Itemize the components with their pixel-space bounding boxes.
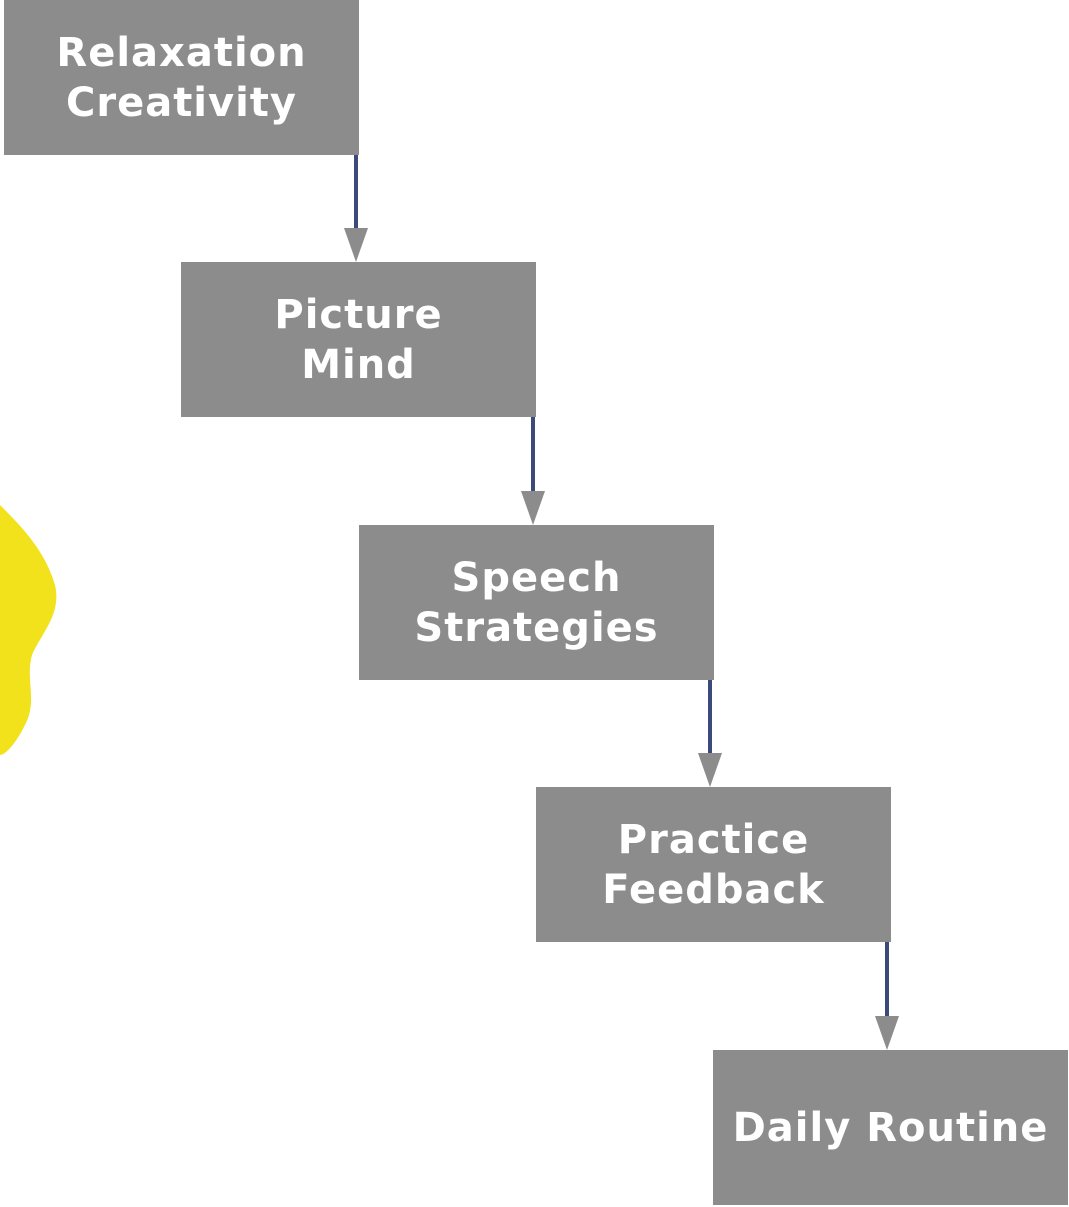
arrowhead-icon [698, 753, 722, 787]
step-label-line: Picture [274, 291, 443, 338]
arrowhead-icon [875, 1016, 899, 1050]
step-label-line: Practice [617, 816, 810, 863]
connector-4-5 [875, 942, 899, 1050]
yellow-blob-decoration [0, 505, 57, 755]
step-label-line: Strategies [414, 604, 659, 651]
step-daily-routine: Daily Routine [713, 1050, 1068, 1205]
step-label-line: Daily Routine [732, 1104, 1049, 1151]
connector-2-3 [521, 417, 545, 525]
step-relaxation-creativity: Relaxation Creativity [4, 0, 359, 155]
step-label-line: Creativity [65, 79, 297, 126]
step-picture-mind: Picture Mind [181, 262, 536, 417]
step-practice-feedback: Practice Feedback [536, 787, 891, 942]
step-label-line: Mind [301, 341, 416, 388]
arrowhead-icon [344, 228, 368, 262]
step-label-line: Speech [451, 554, 622, 601]
connector-3-4 [698, 680, 722, 787]
arrowhead-icon [521, 491, 545, 525]
connector-1-2 [344, 155, 368, 262]
step-speech-strategies: Speech Strategies [359, 525, 714, 680]
step-label-line: Relaxation [56, 29, 307, 76]
step-label-line: Feedback [602, 866, 825, 913]
